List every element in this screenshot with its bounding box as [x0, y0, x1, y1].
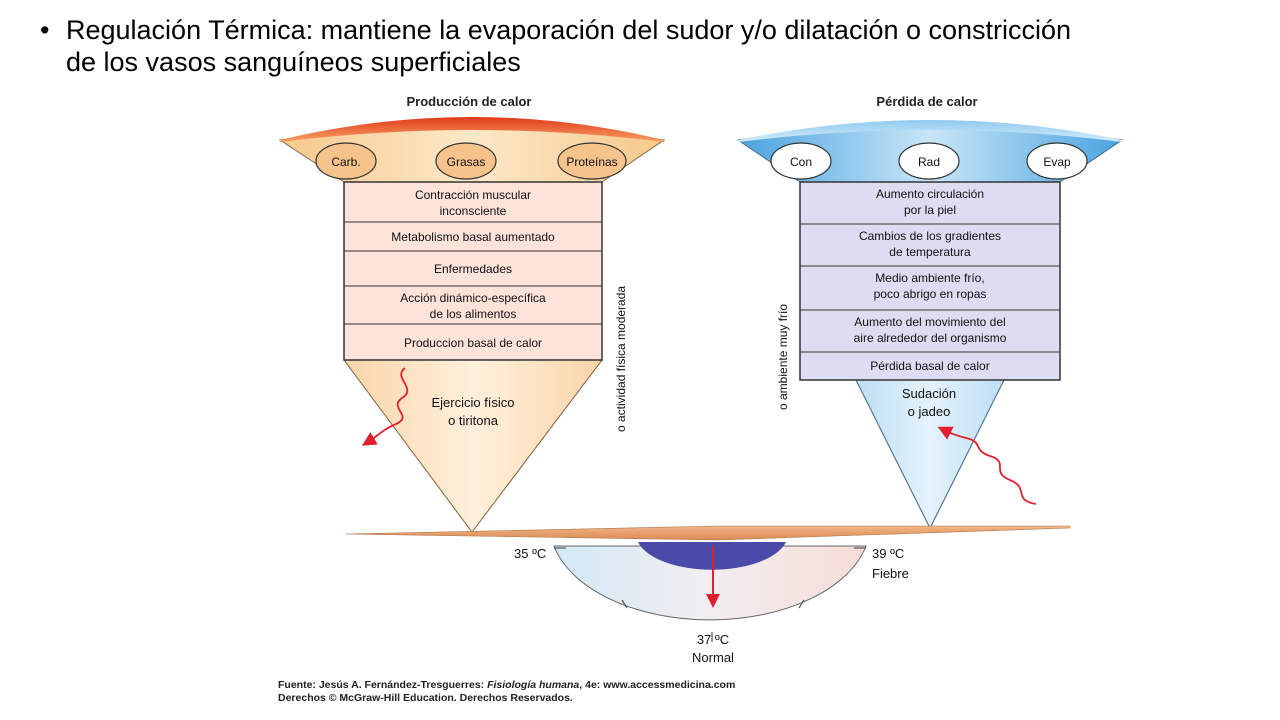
balance-beam	[345, 525, 1071, 541]
bullet-point: • Regulación Térmica: mantiene la evapor…	[40, 14, 1270, 78]
oval-carbs-label: Carb.	[331, 155, 360, 169]
right-row-4-line-1: Aumento del movimiento del	[854, 315, 1005, 329]
left-row-4-line-2: de los alimentos	[430, 307, 517, 321]
gauge-dial	[553, 545, 867, 621]
left-macronutrient-ovals: Carb. Grasas Proteínas	[315, 142, 627, 180]
source-copyright: Derechos © McGraw-Hill Education. Derech…	[278, 692, 573, 704]
oval-carbs	[315, 142, 377, 180]
bullet-line-1: Regulación Térmica: mantiene la evaporac…	[66, 15, 1072, 45]
source-citation: Fuente: Jesús A. Fernández-Tresguerres: …	[278, 679, 735, 704]
right-funnel-cap	[738, 120, 1122, 142]
heat-loss-table: Aumento circulación por la piel Cambios …	[799, 181, 1061, 381]
right-row-2-line-1: Cambios de los gradientes	[859, 229, 1001, 243]
left-row-5: Produccion basal de calor	[404, 336, 542, 350]
left-row-3: Enfermedades	[434, 262, 512, 276]
right-row-1-line-1: Aumento circulación	[876, 187, 984, 201]
normal-label: Normal	[692, 650, 734, 665]
oval-radiation-label: Rad	[918, 155, 940, 169]
source-suffix: , 4e: www.accessmedicina.com	[579, 679, 735, 691]
heat-loss-title: Pérdida de calor	[876, 94, 977, 109]
right-row-5: Pérdida basal de calor	[870, 359, 989, 373]
oval-conduction	[770, 142, 832, 180]
right-row-3-line-1: Medio ambiente frío,	[875, 271, 984, 285]
right-row-2-line-2: de temperatura	[889, 245, 971, 259]
oval-radiation	[898, 142, 960, 180]
oval-proteins-label: Proteínas	[566, 155, 617, 169]
heat-production-funnel: Producción de calor Carb. Grasas Proteín…	[278, 94, 666, 533]
left-side-label: o actividad física moderada	[614, 286, 628, 432]
heat-production-title: Producción de calor	[407, 94, 532, 109]
bullet-line-2: de los vasos sanguíneos superficiales	[66, 47, 521, 77]
left-row-4-line-1: Acción dinámico-específica	[400, 291, 546, 305]
right-tip-line-1: Sudación	[902, 386, 956, 401]
right-side-label: o ambiente muy frío	[776, 304, 790, 410]
fever-label: Fiebre	[872, 566, 909, 581]
left-tip-line-1: Ejercicio físico	[431, 395, 514, 410]
right-row-1-line-2: por la piel	[904, 203, 956, 217]
left-row-1-line-1: Contracción muscular	[415, 188, 531, 202]
oval-conduction-label: Con	[790, 155, 812, 169]
oval-fats	[435, 142, 497, 180]
temp-37-label: 37 ºC	[697, 632, 729, 647]
heat-output-arrow	[361, 367, 409, 446]
bullet-glyph: •	[40, 15, 50, 45]
right-mechanism-ovals: Con Rad Evap	[770, 142, 1088, 180]
right-row-4-line-2: aire alrededor del organismo	[854, 331, 1007, 345]
oval-proteins	[557, 142, 627, 180]
heat-production-table: Contracción muscular inconsciente Metabo…	[343, 181, 603, 361]
oval-fats-label: Grasas	[447, 155, 486, 169]
temp-35-label: 35 ºC	[514, 546, 546, 561]
temperature-gauge: 35 ºC 39 ºC Fiebre 37 ºC Normal	[345, 525, 1071, 665]
temp-39-label: 39 ºC	[872, 546, 904, 561]
right-tip-line-2: o jadeo	[908, 404, 951, 419]
source-prefix: Fuente: Jesús A. Fernández-Tresguerres:	[278, 679, 487, 691]
heat-loss-funnel: Pérdida de calor Con Rad Evap Aumento ci…	[736, 94, 1124, 530]
right-row-3-line-2: poco abrigo en ropas	[874, 287, 987, 301]
left-row-2: Metabolismo basal aumentado	[391, 230, 555, 244]
svg-text:Fuente: Jesús A. Fernández-Tre: Fuente: Jesús A. Fernández-Tresguerres: …	[278, 679, 735, 691]
left-funnel-cap	[280, 117, 664, 142]
right-funnel-tip	[800, 379, 1060, 530]
heat-input-arrow	[937, 426, 1037, 505]
oval-evaporation	[1026, 142, 1088, 180]
left-row-1-line-2: inconsciente	[440, 204, 507, 218]
oval-evaporation-label: Evap	[1043, 155, 1071, 169]
gauge-needle-arrow	[706, 594, 720, 608]
left-tip-line-2: o tiritona	[448, 413, 499, 428]
source-book: Fisiología humana	[487, 679, 579, 691]
left-funnel-tip	[343, 359, 604, 533]
